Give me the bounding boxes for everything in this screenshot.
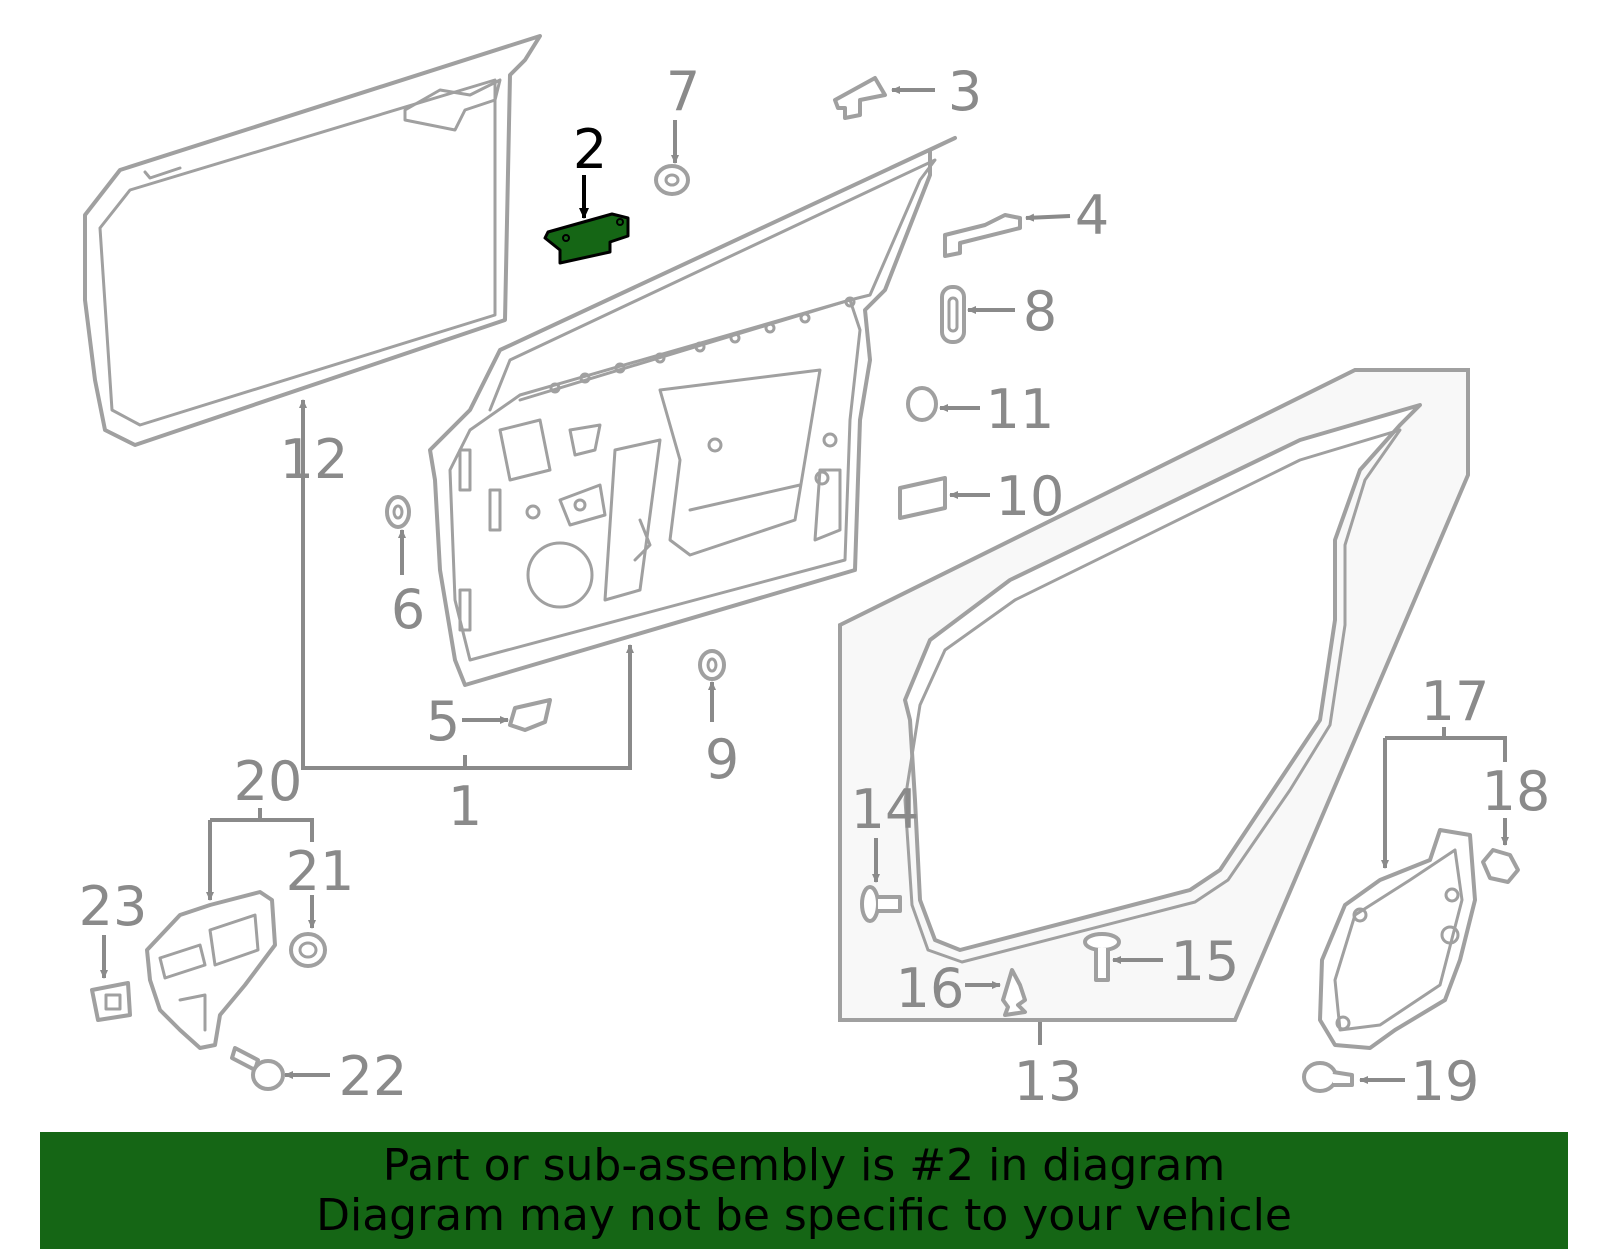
- cap-11: [906, 386, 938, 422]
- callout-21: 21: [286, 840, 355, 903]
- callout-3: 3: [948, 60, 982, 123]
- callout-20: 20: [234, 750, 303, 813]
- callout-4: 4: [1075, 184, 1109, 247]
- pad-10: [898, 476, 947, 520]
- callout-17: 17: [1421, 670, 1490, 733]
- callout-11: 11: [986, 378, 1055, 441]
- bolt-22: [230, 1046, 285, 1091]
- bracket-23: [90, 981, 132, 1022]
- highlighted-bracket: [543, 212, 630, 265]
- banner-line-disclaimer: Diagram may not be specific to your vehi…: [316, 1189, 1292, 1241]
- callout-23: 23: [79, 875, 148, 938]
- callout-8: 8: [1023, 280, 1057, 343]
- callout-9: 9: [705, 728, 739, 791]
- banner-line-part: Part or sub-assembly is #2 in diagram: [382, 1139, 1226, 1191]
- callout-2: 2: [573, 118, 607, 181]
- plug-9: [698, 649, 726, 681]
- screw-19: [1302, 1061, 1354, 1093]
- info-banner: Part or sub-assembly is #2 in diagram Di…: [40, 1132, 1568, 1249]
- weatherstrip-13: [838, 368, 1470, 1022]
- grommet-8: [940, 285, 966, 344]
- callout-1: 1: [448, 775, 482, 838]
- callout-14: 14: [851, 778, 920, 841]
- callout-18: 18: [1482, 760, 1551, 823]
- plug-6: [385, 495, 411, 529]
- callout-13: 13: [1014, 1050, 1083, 1113]
- seal-strip-4: [943, 213, 1022, 258]
- nut-18: [1481, 848, 1520, 884]
- clip-16: [1001, 968, 1027, 1017]
- callout-6: 6: [391, 578, 425, 641]
- trim-17: [1318, 828, 1477, 1050]
- clip-3: [833, 76, 887, 120]
- clip-15: [1083, 932, 1121, 982]
- nut-21: [289, 932, 327, 968]
- callout-15: 15: [1171, 930, 1240, 993]
- plug-7: [654, 164, 690, 196]
- leader-lines: [100, 86, 1509, 1084]
- callout-19: 19: [1411, 1050, 1480, 1113]
- bumper-5: [508, 698, 552, 732]
- callout-16: 16: [896, 957, 965, 1020]
- callout-22: 22: [339, 1045, 408, 1108]
- door-shell: [428, 136, 957, 687]
- callout-7: 7: [666, 60, 700, 123]
- callout-12: 12: [280, 428, 349, 491]
- lock-20: [145, 890, 277, 1050]
- callout-10: 10: [996, 465, 1065, 528]
- callout-5: 5: [426, 690, 460, 753]
- door-outer-panel: [83, 34, 542, 447]
- clip-14: [860, 885, 902, 923]
